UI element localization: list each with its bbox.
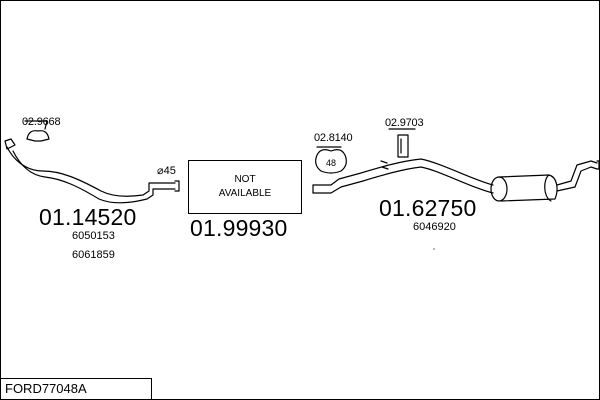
part-ref-rear-1: 6046920 xyxy=(413,221,456,233)
accessory-part-number-3: 02.9703 xyxy=(385,117,424,129)
rear-muffler-assembly xyxy=(312,158,599,202)
diagram-code: FORD77048A xyxy=(5,381,87,396)
part-number-middle: 01.99930 xyxy=(190,215,288,241)
diameter-label: ⌀45 xyxy=(157,165,176,177)
not-available-line-1: NOT xyxy=(234,174,256,185)
ring-clamp xyxy=(315,149,347,174)
front-pipe xyxy=(4,138,180,204)
leader-line-1 xyxy=(24,120,48,130)
clamp-size-label: 48 xyxy=(326,158,337,168)
accessory-part-number-1: 02.9668 xyxy=(22,116,61,128)
stray-dot xyxy=(433,248,435,250)
part-ref-front-2: 6061859 xyxy=(72,249,115,261)
part-number-front: 01.14520 xyxy=(39,204,137,230)
mounting-clamp xyxy=(26,130,50,142)
accessory-part-number-2: 02.8140 xyxy=(314,132,353,144)
rubber-hanger xyxy=(397,134,409,158)
diagram-code-box: FORD77048A xyxy=(1,378,152,399)
part-number-rear: 01.62750 xyxy=(379,195,477,221)
not-available-line-2: AVAILABLE xyxy=(218,188,272,199)
not-available-box: NOT AVAILABLE xyxy=(188,160,302,214)
part-ref-front-1: 6050153 xyxy=(72,230,115,242)
